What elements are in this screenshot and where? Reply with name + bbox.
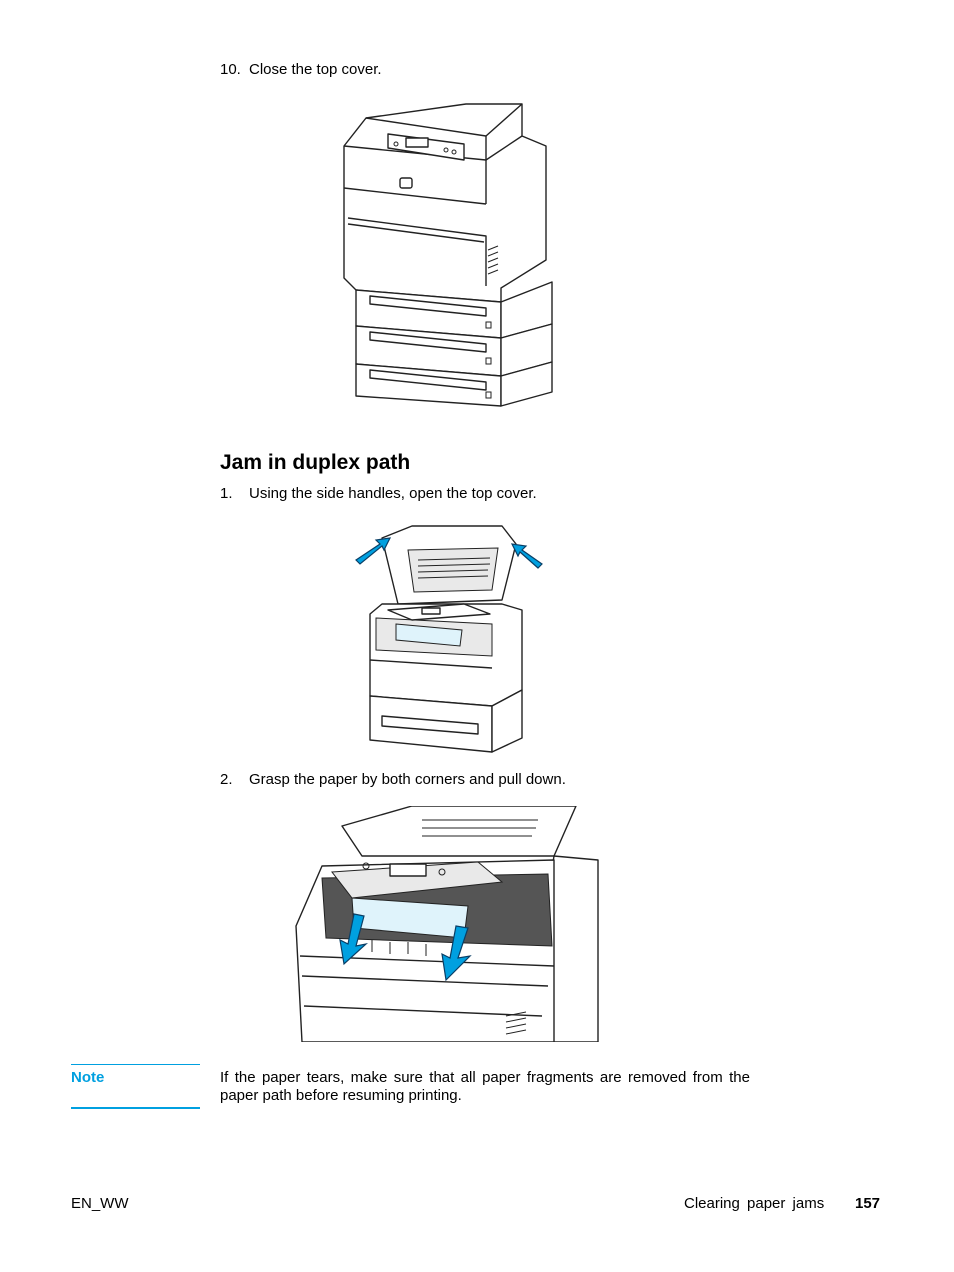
duplex-jam-pull-down-figure	[292, 806, 604, 1042]
page-number: 157	[855, 1195, 881, 1212]
step-2: 2. Grasp the paper by both corners and pu…	[220, 771, 566, 789]
step-number: 10.	[220, 61, 241, 78]
step-1: 1. Using the side handles, open the top c…	[220, 485, 537, 503]
left-arrow	[355, 537, 392, 565]
note-rule-bottom	[71, 1107, 200, 1109]
step-10: 10. Close the top cover.	[220, 61, 382, 79]
step-text: Close the top cover.	[249, 61, 382, 78]
note-label: Note	[71, 1069, 105, 1086]
section-title: Jam in duplex path	[220, 451, 411, 474]
step-number: 2.	[220, 771, 233, 788]
printer-closed-figure	[336, 100, 556, 412]
note-text: If the paper tears, make sure that all p…	[220, 1069, 750, 1104]
left-pull-arrow	[339, 913, 369, 966]
step-number: 1.	[220, 485, 233, 502]
step-text: Using the side handles, open the top cov…	[249, 485, 537, 502]
right-pull-arrow	[441, 925, 472, 982]
printer-top-cover-open-figure	[352, 520, 548, 756]
footer-doc-id: EN_WW	[71, 1195, 129, 1212]
right-arrow	[510, 543, 543, 569]
step-text: Grasp the paper by both corners and pull…	[249, 771, 566, 788]
footer-section-name: Clearing paper jams	[684, 1195, 825, 1212]
note-rule-top	[71, 1064, 200, 1065]
